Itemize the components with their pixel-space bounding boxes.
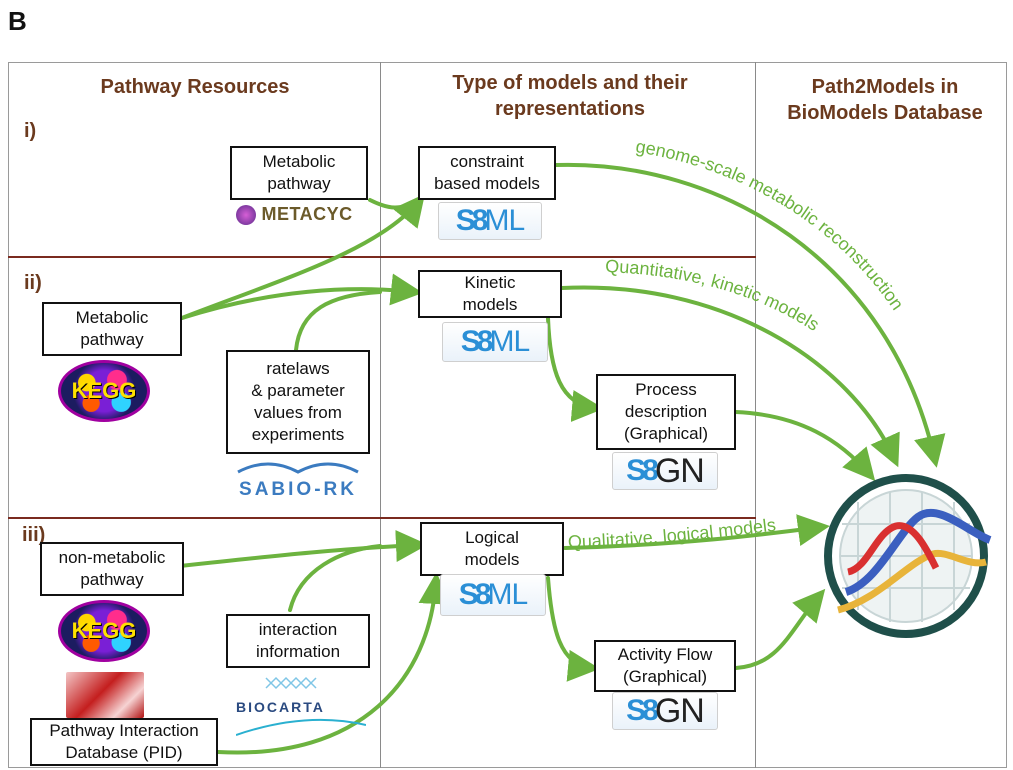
diagram-frame [8, 62, 1007, 768]
arrow-constraint-to-biomodels [554, 162, 946, 468]
arrow-kinetic-to-process [546, 316, 604, 422]
arrow-interaction-to-logical [288, 544, 382, 612]
arrow-process-to-biomodels [734, 410, 876, 482]
arrow-kegg-to-constraint [180, 193, 426, 320]
arrow-logical-to-biomodels [563, 514, 830, 550]
section-label-iii: iii) [22, 524, 46, 546]
biocarta-swoosh-icon [235, 718, 367, 736]
arrow-pid-to-logical [216, 572, 451, 755]
biocarta-network-icon [265, 676, 317, 690]
section-label-i: i) [24, 120, 37, 142]
biomodels-logo [824, 474, 992, 638]
arrow-ratelaws-to-kinetic [294, 290, 382, 352]
label-quantitative-kinetic: Quantitative, kinetic models [605, 256, 823, 335]
arrow-logical-to-activity [546, 576, 600, 682]
biocarta-logo: BIOCARTA [235, 674, 367, 740]
arrow-kegg-to-kinetic [180, 273, 423, 320]
panel-letter: B [8, 6, 27, 36]
section-label-ii: ii) [24, 272, 42, 294]
metacyc-logo: METACYC [236, 204, 353, 226]
column-separator-1 [380, 62, 381, 768]
sabio-arc-icon [237, 462, 359, 474]
row-separator-2 [8, 517, 756, 519]
arrow-kinetic-to-biomodels [560, 285, 900, 468]
kegg-logo-2: KEGG [58, 600, 150, 662]
kegg-logo: KEGG [58, 360, 150, 422]
arrow-activity-to-biomodels [734, 588, 826, 670]
activity-flow-box: Activity Flow(Graphical) [594, 640, 736, 692]
label-qualitative-logical: Qualitative, logical models [567, 515, 776, 552]
pid-image [66, 672, 144, 718]
arrow-nonmetabolic-to-logical [178, 530, 428, 568]
column-heading-resources: Pathway Resources [100, 76, 290, 98]
metacyc-icon [236, 205, 256, 226]
row-separator-1 [8, 256, 756, 258]
sabio-rk-logo: SABIO-RK [228, 458, 368, 501]
